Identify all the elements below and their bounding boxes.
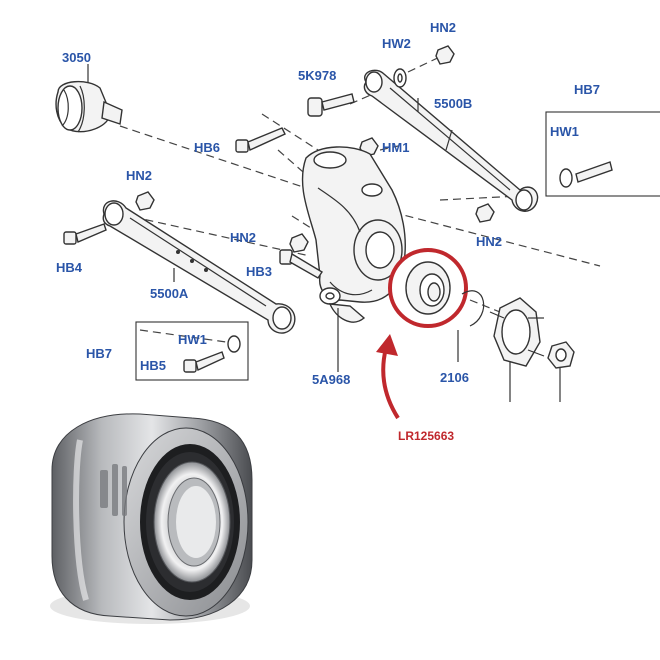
label-part-number: LR125663 (398, 429, 454, 443)
label-hb6: HB6 (194, 140, 220, 155)
nut-hn2-top (435, 45, 455, 65)
hb7-box-left (135, 321, 249, 381)
label-5500b: 5500B (434, 96, 472, 111)
lower-arm-5500a (102, 200, 296, 334)
label-3050: 3050 (62, 50, 91, 65)
hb7-box-right (545, 111, 660, 197)
label-hw2: HW2 (382, 36, 411, 51)
nut-hn2-mid (289, 233, 309, 253)
upper-arm-5500b (363, 69, 539, 212)
red-arrow-icon (376, 334, 400, 420)
driveshaft-3050 (55, 64, 123, 133)
label-hb7-right: HB7 (574, 82, 600, 97)
label-2106: 2106 (440, 370, 469, 385)
label-hn2-left: HN2 (126, 168, 152, 183)
bolt-hb6 (235, 127, 286, 153)
label-5500a: 5500A (150, 286, 189, 301)
label-5k978: 5K978 (298, 68, 336, 83)
bolt-hb4 (63, 223, 107, 245)
hub-nut (547, 341, 575, 402)
label-hb4: HB4 (56, 260, 83, 275)
label-5a968: 5A968 (312, 372, 350, 387)
knuckle (301, 146, 406, 323)
bearing-photo (50, 413, 253, 624)
label-hn2-top: HN2 (430, 20, 456, 35)
bolt-hb3 (279, 249, 323, 279)
label-hm1: HM1 (382, 140, 409, 155)
snap-ring-2106 (457, 290, 485, 362)
part-labels: 3050 HN2 HW2 5K978 5500B HB7 HW1 HB6 HM1… (56, 20, 600, 443)
label-hn2-mid: HN2 (230, 230, 256, 245)
leader-lines (173, 98, 453, 372)
label-hb3: HB3 (246, 264, 272, 279)
hub (489, 297, 545, 402)
label-hb5: HB5 (140, 358, 166, 373)
washer-hw2 (393, 68, 407, 88)
nut-hn2-left (135, 191, 155, 211)
label-hw1-right: HW1 (550, 124, 579, 139)
label-hb7-left: HB7 (86, 346, 112, 361)
label-hn2-right: HN2 (476, 234, 502, 249)
nut-hn2-right (475, 203, 495, 223)
bolt-5k978 (307, 93, 355, 117)
bearing-highlight (388, 248, 468, 328)
label-hw1-left: HW1 (178, 332, 207, 347)
